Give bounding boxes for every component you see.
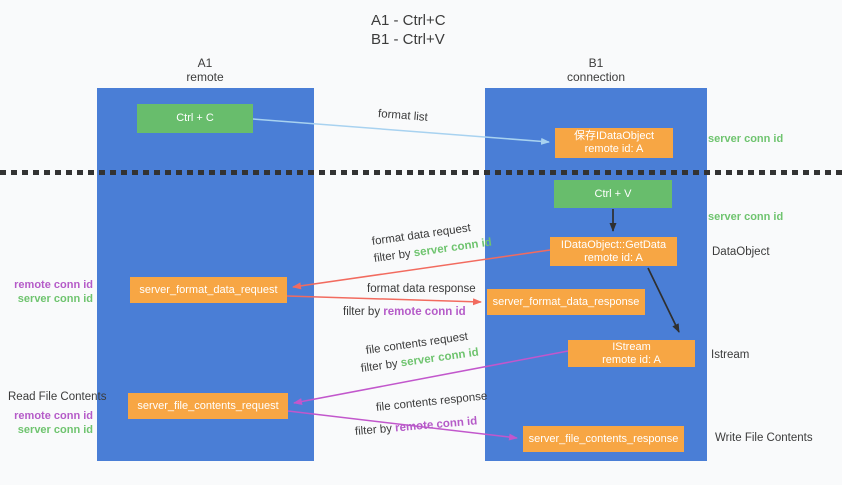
filter-by-text: filter by	[343, 306, 384, 318]
remote-conn-id-text: remote conn id	[394, 415, 478, 435]
label-read-file-contents: Read File Contents	[8, 391, 107, 403]
filter-by-text: filter by	[373, 247, 415, 265]
node-ctrl-c-label: Ctrl + C	[176, 112, 214, 124]
label-format-list: format list	[377, 108, 429, 124]
node-server-format-data-response: server_format_data_response	[487, 289, 645, 315]
filter-by-text: filter by	[360, 357, 402, 375]
node-idataobject-getdata-line2: remote id: A	[584, 251, 643, 264]
node-server-file-contents-request-label: server_file_contents_request	[137, 399, 279, 412]
node-server-format-data-request-label: server_format_data_request	[139, 283, 278, 296]
node-save-idataobject: 保存IDataObject remote id: A	[555, 128, 673, 158]
label-filter-by-remote-conn-id-2: filter by remote conn id	[354, 415, 477, 438]
node-istream-line2: remote id: A	[602, 353, 661, 366]
label-filter-by-remote-conn-id-1: filter by remote conn id	[343, 306, 466, 318]
page-title: A1 - Ctrl+C B1 - Ctrl+V	[371, 11, 446, 49]
label-remote-conn-id-left-mid: remote conn id	[14, 279, 93, 291]
node-server-format-data-request: server_format_data_request	[130, 277, 287, 303]
lane-header-a1: A1 remote	[145, 56, 265, 84]
label-server-conn-id-right-top: server conn id	[708, 133, 784, 145]
node-server-file-contents-request: server_file_contents_request	[128, 393, 288, 419]
remote-conn-id-text: remote conn id	[383, 306, 466, 318]
lane-a1-role: remote	[186, 70, 224, 84]
filter-by-text: filter by	[354, 422, 396, 438]
node-save-idataobject-line1: 保存IDataObject	[573, 130, 655, 142]
lane-a1-name: A1	[197, 56, 213, 70]
node-save-idataobject-line2: remote id: A	[584, 143, 644, 155]
label-istream: Istream	[711, 349, 750, 361]
node-ctrl-v-label: Ctrl + V	[594, 187, 632, 200]
arrow-format-data-response	[286, 295, 482, 306]
lane-header-b1: B1 connection	[536, 56, 656, 84]
lane-b1-name: B1	[588, 56, 604, 70]
lane-b1-role: connection	[566, 70, 626, 84]
label-server-conn-id-left-bottom: server conn id	[17, 424, 93, 436]
node-ctrl-v: Ctrl + V	[554, 180, 672, 208]
label-write-file-contents: Write File Contents	[715, 432, 813, 444]
title-line-1: A1 - Ctrl+C	[371, 12, 446, 29]
node-server-format-data-response-label: server_format_data_response	[492, 295, 640, 308]
node-server-file-contents-response: server_file_contents_response	[523, 426, 684, 452]
label-group-left-mid: remote conn id server conn id	[8, 278, 93, 306]
label-server-conn-id-left-mid: server conn id	[17, 293, 93, 305]
node-istream-line1: IStream	[612, 340, 651, 353]
node-server-file-contents-response-label: server_file_contents_response	[528, 432, 679, 445]
node-idataobject-getdata: IDataObject::GetData remote id: A	[550, 237, 677, 266]
label-dataobject: DataObject	[712, 246, 770, 258]
session-divider-dotted-line	[0, 170, 842, 175]
node-istream: IStream remote id: A	[568, 340, 695, 367]
node-ctrl-c: Ctrl + C	[137, 104, 253, 133]
label-server-conn-id-right-mid: server conn id	[708, 211, 784, 223]
label-group-left-bottom: remote conn id server conn id	[8, 409, 93, 437]
label-file-contents-response: file contents response	[375, 390, 488, 414]
label-format-data-response: format data response	[367, 283, 476, 295]
label-remote-conn-id-left-bottom: remote conn id	[14, 410, 93, 422]
title-line-2: B1 - Ctrl+V	[371, 31, 445, 48]
node-idataobject-getdata-line1: IDataObject::GetData	[560, 238, 667, 251]
